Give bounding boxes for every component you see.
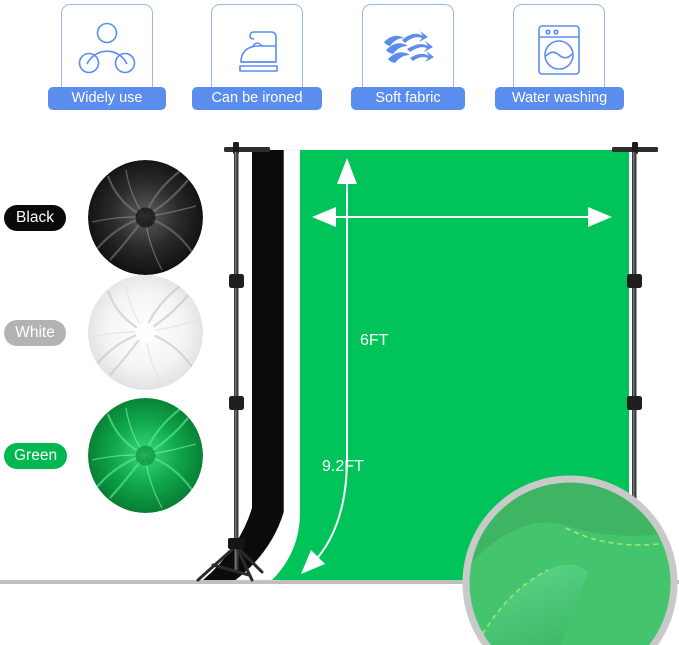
- swatch-label-green: Green: [4, 443, 68, 469]
- feature-card-soft-fabric[interactable]: [362, 4, 454, 96]
- feature-strip: Widely use Can be ironed: [0, 0, 679, 128]
- swatch-row-black[interactable]: Black: [0, 160, 203, 275]
- dimension-height-arrow: [301, 158, 357, 574]
- fabric-swirl-black-icon: [88, 160, 203, 275]
- backdrop-green: [272, 150, 629, 580]
- magnifier-ring: [462, 475, 678, 645]
- tripod-legs-left: [196, 544, 264, 582]
- swatch-row-white[interactable]: White: [0, 275, 203, 390]
- fabric-detail-magnifier: [462, 475, 678, 645]
- swatch-label-white: White: [4, 320, 66, 346]
- feature-label-water-washing: Water washing: [495, 87, 624, 110]
- crossbar-left: [224, 147, 270, 152]
- detail-fabric-fold: [470, 564, 588, 645]
- fabric-swirl-white-icon: [88, 275, 203, 390]
- feature-card-can-be-ironed[interactable]: [211, 4, 303, 96]
- tripod-hub-left: [228, 538, 245, 549]
- color-swatch-list: Black: [0, 150, 203, 513]
- feature-card-widely-use[interactable]: [61, 4, 153, 96]
- swatch-row-green[interactable]: Green: [0, 398, 203, 513]
- crossbar-knob-right: [632, 142, 638, 154]
- dimension-width-label: 6FT: [360, 332, 389, 349]
- feature-label-soft-fabric: Soft fabric: [351, 87, 465, 110]
- airflow-waves-icon: [384, 31, 434, 63]
- feature-label-widely-use: Widely use: [48, 87, 166, 110]
- stand-clamp-upper-left[interactable]: [229, 274, 244, 288]
- stand-pole-highlight-left: [235, 152, 237, 570]
- fabric-swirl-green-icon: [88, 398, 203, 513]
- dimension-width-arrow: [312, 207, 612, 227]
- detail-stitch-left: [469, 569, 549, 645]
- stand-clamp-lower-left[interactable]: [229, 396, 244, 410]
- ground-line: [0, 580, 679, 584]
- dimension-height-label: 9.2FT: [322, 458, 364, 475]
- stand-clamp-lower-right[interactable]: [627, 396, 642, 410]
- iron-icon: [239, 31, 278, 72]
- feature-label-can-be-ironed: Can be ironed: [192, 87, 322, 110]
- swatch-label-black: Black: [4, 205, 66, 231]
- light-stand-left: [196, 142, 270, 582]
- washing-machine-icon: [538, 25, 580, 75]
- stand-clamp-upper-right[interactable]: [627, 274, 642, 288]
- detail-stitch-right: [565, 527, 674, 546]
- crossbar-knob-left: [233, 142, 239, 154]
- stand-pole-highlight-right: [633, 152, 635, 570]
- share-network-icon: [78, 22, 136, 74]
- feature-card-water-washing[interactable]: [513, 4, 605, 96]
- backdrop-black: [203, 150, 288, 580]
- backdrop-stand-illustration: 6FT 9.2FT: [0, 128, 679, 645]
